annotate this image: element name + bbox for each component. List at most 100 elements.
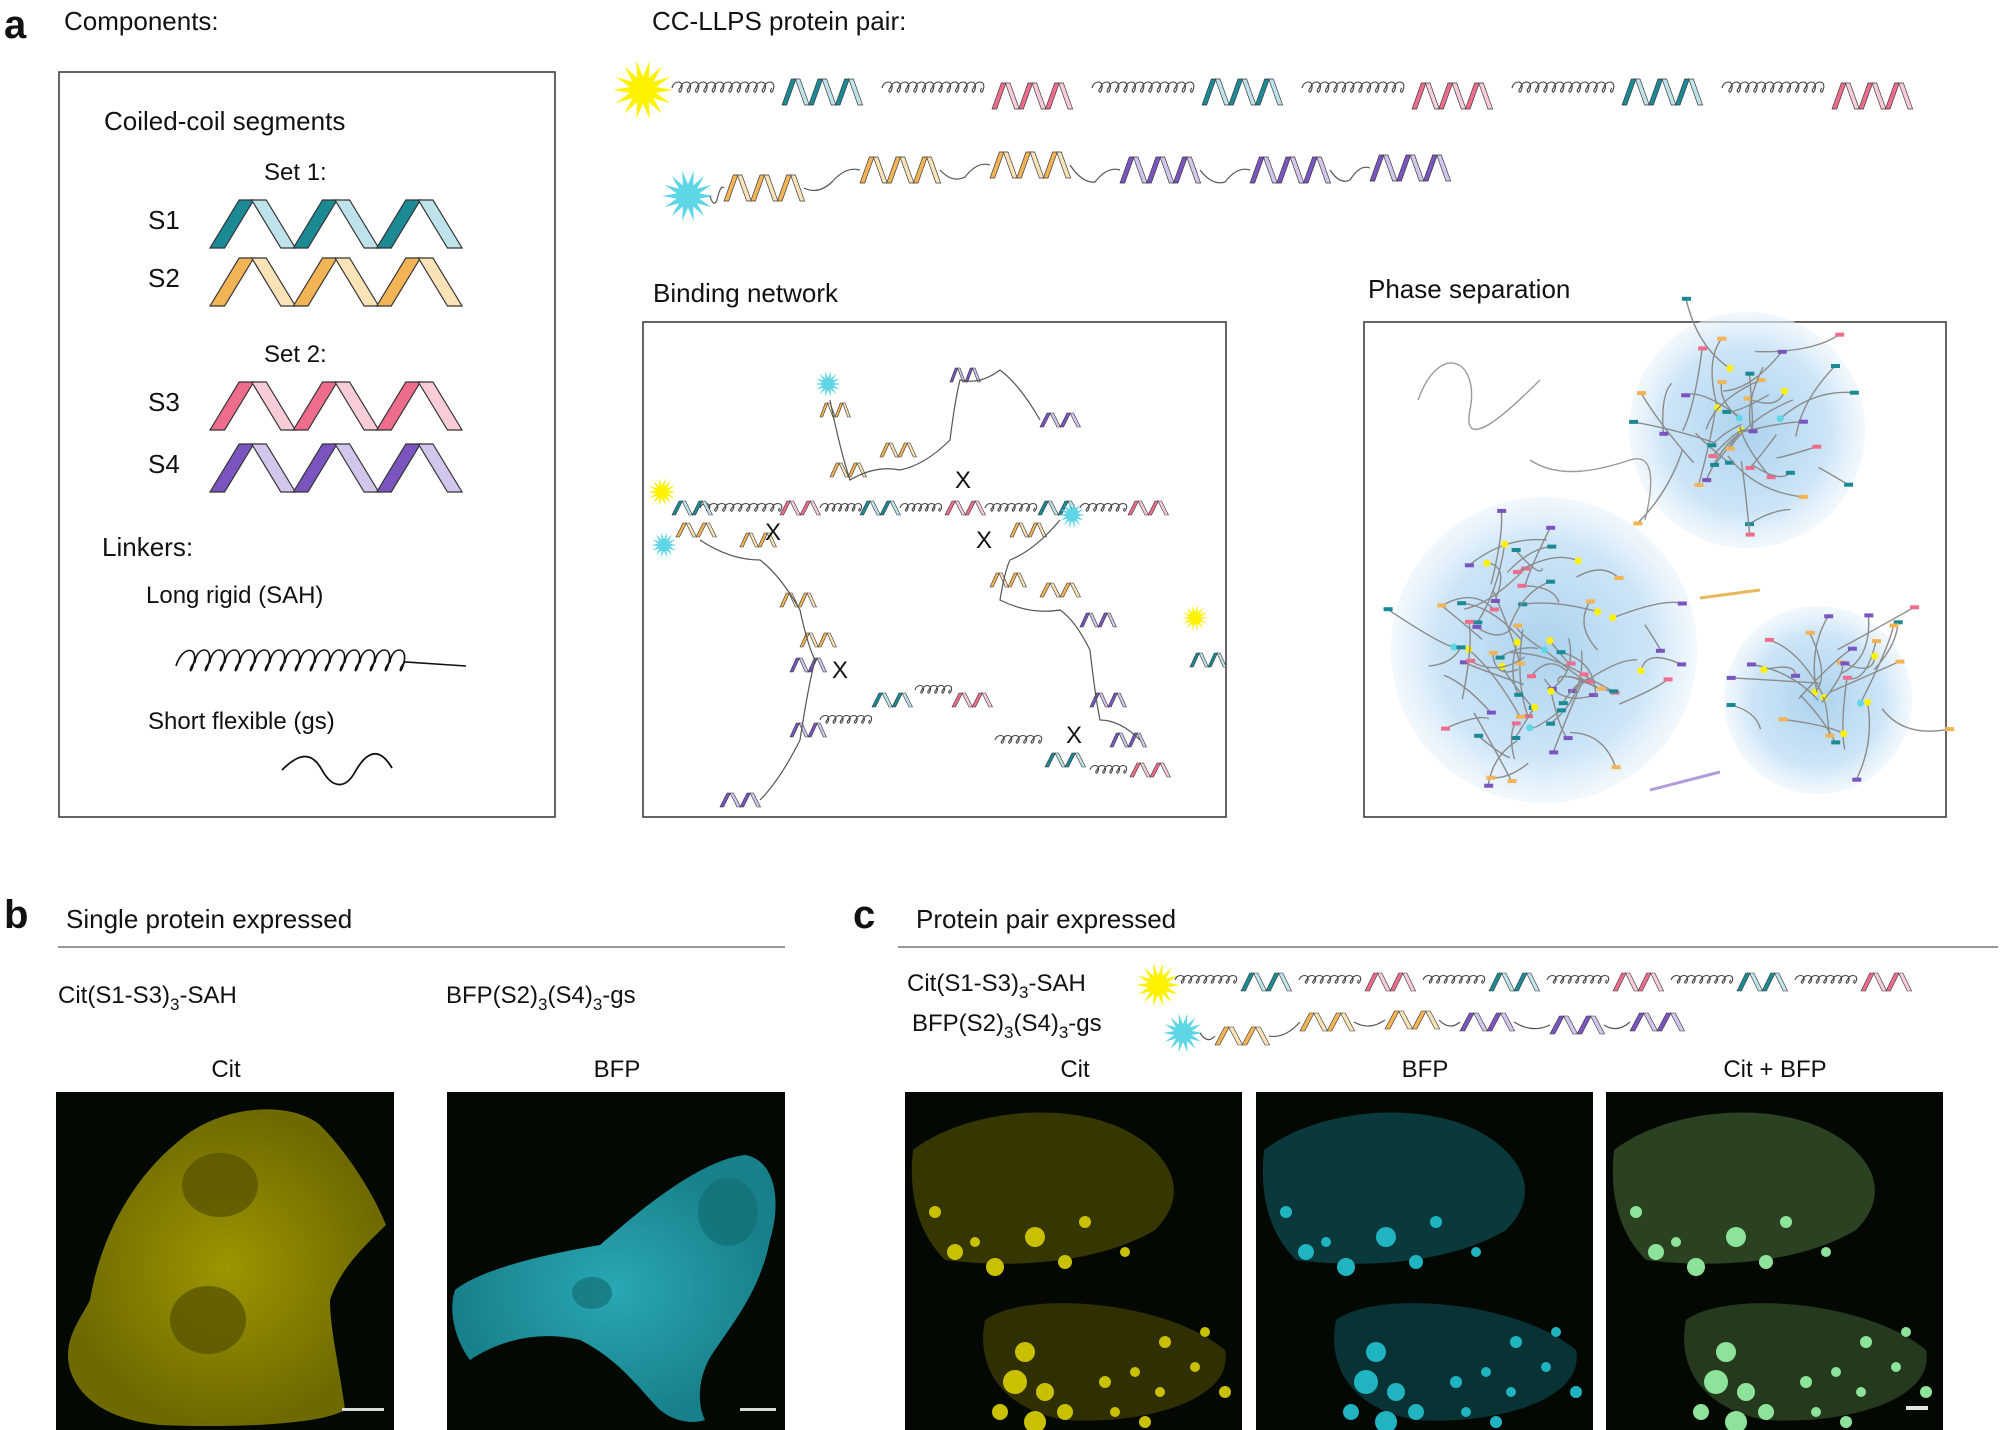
net-helix [819, 402, 851, 418]
condensate-strand [1468, 648, 1521, 718]
condensate-punctum [1015, 1342, 1035, 1362]
bfp-star-icon [662, 170, 714, 222]
helix-s4 [208, 443, 464, 493]
condensate-punctum [1461, 1407, 1471, 1417]
condensate-segment [1812, 444, 1822, 449]
condensate-segment [1563, 736, 1573, 741]
segment-s2-label: S2 [148, 263, 180, 293]
condensate-punctum [1737, 1383, 1755, 1401]
gs-linker [999, 519, 1141, 741]
sah-linker [1511, 81, 1615, 93]
condensate-fluorophore [1714, 404, 1722, 412]
panel-c-bfp-construct-diagram [1163, 1010, 1686, 1053]
net-helix [871, 692, 913, 708]
net-helix [951, 692, 993, 708]
long-rigid-label: Long rigid (SAH) [146, 582, 323, 609]
condensate-segment [1486, 710, 1496, 715]
free-strand [1649, 770, 1721, 792]
condensate-strand [1477, 735, 1511, 759]
condensate-punctum [1025, 1227, 1045, 1247]
condensate-strand [1727, 455, 1803, 498]
condensate-punctum [1219, 1386, 1231, 1398]
condensate-punctum [1110, 1407, 1120, 1417]
condensate-segment [1748, 429, 1758, 434]
phase-separation-title: Phase separation [1368, 274, 1570, 304]
condensate-punctum [1831, 1367, 1841, 1377]
sah-linker [1091, 81, 1195, 93]
condensate-strand [1464, 568, 1526, 610]
sah-linker [984, 502, 1038, 512]
gs-linker-icon [281, 752, 393, 786]
panel-c-helix-b6 [1629, 1012, 1686, 1032]
gs-linker [1199, 168, 1251, 184]
condensate-segment [1521, 566, 1531, 571]
condensate-segment [1681, 393, 1691, 398]
condensate-strand [1444, 716, 1490, 730]
sah-linker [994, 734, 1043, 744]
condensate-segment [1745, 522, 1754, 527]
condensate-segment [1777, 349, 1787, 354]
condensate-strand [1711, 429, 1745, 457]
condensate-segment [1745, 371, 1755, 376]
condensate-punctum [1726, 1227, 1746, 1247]
condensate-punctum [1408, 1404, 1424, 1420]
linkers-title: Linkers: [102, 532, 193, 562]
condensate-punctum [1800, 1376, 1812, 1388]
sah-linker [1079, 502, 1128, 512]
condensate-segment [1698, 346, 1708, 351]
condensate-punctum [1200, 1327, 1210, 1337]
panel-c-cit-construct-diagram [1136, 963, 1913, 1007]
condensate-punctum [1375, 1411, 1397, 1430]
condensate-strand [1798, 648, 1853, 699]
condensate-segment [1840, 661, 1850, 666]
condensate-strand [1779, 391, 1854, 420]
condensate-segment [1824, 614, 1834, 619]
sah-linker [1301, 81, 1405, 93]
condensate-segment [1464, 619, 1474, 624]
condensate-fluorophore [1735, 414, 1743, 422]
condensate-segment [1764, 637, 1774, 642]
components-box [58, 71, 556, 818]
condensate-strand [1685, 298, 1731, 369]
cell-body [1262, 1112, 1525, 1264]
net-bfp-star-icon [651, 532, 677, 558]
condensate-segment [1847, 646, 1857, 651]
condensate-strand [1748, 373, 1754, 432]
bfp-construct-diagram [662, 151, 1452, 222]
sah-linker [671, 81, 775, 93]
condensate-segment [1472, 624, 1482, 629]
panel-c-label: c [853, 893, 875, 937]
condensate-segment [1864, 613, 1874, 618]
segment-s1-label: S1 [148, 205, 180, 235]
gs-linker [1199, 1032, 1216, 1041]
sah-linker [819, 502, 862, 512]
net-helix [719, 792, 761, 808]
condensate-strand [1551, 638, 1572, 690]
condensate-segment [1682, 296, 1691, 301]
condensate-strand [1640, 392, 1695, 464]
net-helix [779, 592, 817, 608]
gs-linker [1329, 166, 1371, 182]
condensate-segment [1518, 602, 1528, 607]
condensate-strand [1632, 421, 1716, 444]
net-helix [1127, 500, 1169, 516]
condensate-segment [1511, 736, 1521, 740]
condensate-strand [1445, 596, 1495, 610]
cell-body [1612, 1112, 1875, 1264]
condensate-segment [1511, 548, 1521, 552]
pair-helix-6 [1831, 82, 1914, 110]
condensate-segment [1707, 443, 1717, 448]
panel-c-image-1-label: Cit [1060, 1056, 1090, 1083]
condensate-segment [1556, 708, 1566, 713]
condensate-segment [1785, 470, 1795, 475]
condensate-strand [1795, 365, 1836, 437]
condensate-punctum [1725, 1411, 1747, 1430]
condensate-segment [1722, 409, 1732, 414]
condensate-segment [1633, 521, 1643, 526]
condensate-strand [1740, 421, 1803, 434]
condensate-strand [1748, 508, 1791, 525]
panel-b-image-2-label: BFP [594, 1056, 641, 1083]
condensate-strand [1443, 674, 1492, 714]
net-helix [1037, 500, 1079, 516]
sah-linker [819, 714, 873, 724]
